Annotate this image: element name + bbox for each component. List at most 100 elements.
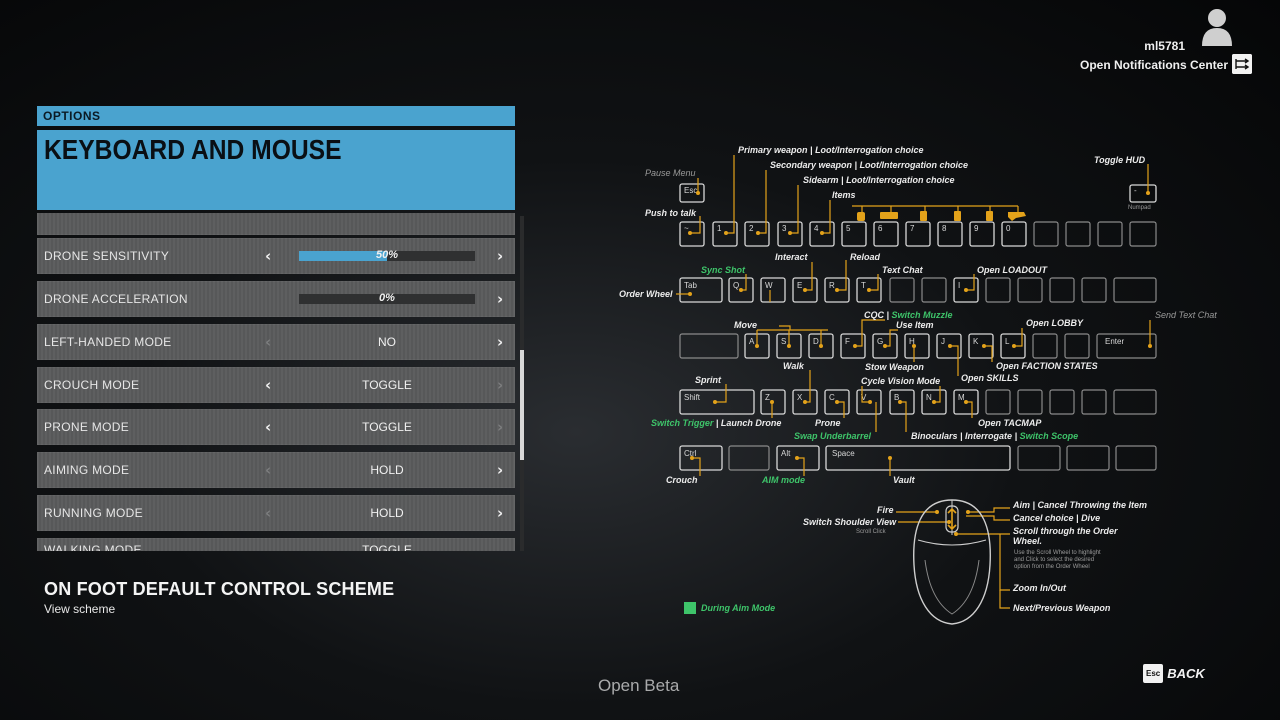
settings-scrollbar-thumb[interactable] bbox=[520, 350, 524, 460]
keyboard-annotations: Pause Menu Push to talk Primary weapon |… bbox=[619, 145, 1217, 485]
key-m-text: M bbox=[958, 393, 965, 402]
key-tab-text: Tab bbox=[684, 281, 697, 290]
setting-crouch-mode[interactable]: CROUCH MODE ‹ TOGGLE › bbox=[37, 367, 515, 403]
key-numpad-minus bbox=[1129, 184, 1157, 203]
setting-drone-sensitivity[interactable]: DRONE SENSITIVITY ‹ 50% › bbox=[37, 238, 515, 274]
key-semicolon bbox=[1032, 333, 1058, 359]
arrow-right-icon[interactable]: › bbox=[497, 290, 504, 308]
flare-icon bbox=[986, 211, 993, 221]
annotation-stow-weapon: Stow Weapon bbox=[865, 362, 924, 372]
key-backspace-a bbox=[1097, 221, 1123, 247]
setting-drone-acceleration[interactable]: DRONE ACCELERATION 0% › bbox=[37, 281, 515, 317]
annotation-walk: Walk bbox=[783, 361, 805, 371]
arrow-left-icon[interactable]: ‹ bbox=[265, 461, 272, 479]
drone-sensitivity-slider[interactable]: 50% bbox=[299, 249, 475, 261]
key-c bbox=[824, 389, 850, 415]
annotation-cycle-vision: Cycle Vision Mode bbox=[861, 376, 940, 386]
key-m bbox=[953, 389, 979, 415]
annotation-push-to-talk: Push to talk bbox=[645, 208, 697, 218]
arrow-left-icon[interactable]: ‹ bbox=[265, 247, 272, 265]
view-scheme-link[interactable]: View scheme bbox=[44, 602, 116, 616]
arrow-left-icon[interactable]: ‹ bbox=[265, 376, 272, 394]
settings-list[interactable]: DRONE SENSITIVITY ‹ 50% › DRONE ACCELERA… bbox=[37, 213, 515, 551]
key-x-text: X bbox=[797, 393, 803, 402]
annotation-cancel-choice-text: Cancel choice bbox=[1013, 513, 1074, 523]
annotation-items: Items bbox=[832, 190, 856, 200]
key-s-text: S bbox=[781, 337, 786, 346]
divider: | bbox=[1030, 500, 1038, 510]
annotation-cqc: CQC | Switch Muzzle bbox=[864, 310, 953, 320]
key-w bbox=[760, 277, 786, 303]
key-r-text: R bbox=[829, 281, 835, 290]
key-h bbox=[904, 333, 930, 359]
key-p bbox=[1017, 277, 1043, 303]
key-equals bbox=[1065, 221, 1091, 247]
key-ralt bbox=[1017, 445, 1061, 471]
setting-value: TOGGLE bbox=[362, 543, 412, 551]
setting-running-mode[interactable]: RUNNING MODE ‹ HOLD › bbox=[37, 495, 515, 531]
settings-row-partial-top bbox=[37, 213, 515, 235]
divider: | bbox=[839, 175, 847, 185]
notifications-center-icon[interactable] bbox=[1232, 54, 1252, 74]
leader-lines bbox=[676, 155, 1152, 609]
key-i-text: I bbox=[958, 281, 960, 290]
key-7-text: 7 bbox=[910, 224, 915, 233]
key-9-text: 9 bbox=[974, 224, 979, 233]
key-capslock bbox=[679, 333, 739, 359]
key-ctrl-text: Ctrl bbox=[684, 449, 697, 458]
annotation-primary-alt: Loot/Interrogation choice bbox=[815, 145, 924, 155]
user-avatar-icon[interactable] bbox=[1200, 6, 1234, 46]
drone-acceleration-slider[interactable]: 0% bbox=[299, 292, 475, 304]
arrow-right-icon[interactable]: › bbox=[497, 504, 504, 522]
key-j-text: J bbox=[941, 337, 945, 346]
annotation-switch-trigger: Switch Trigger | Launch Drone bbox=[651, 418, 781, 428]
divider: | bbox=[713, 418, 721, 428]
annotation-scroll-click: Scroll Click bbox=[856, 529, 887, 535]
annotation-toggle-hud: Toggle HUD bbox=[1094, 155, 1146, 165]
key-b bbox=[889, 389, 915, 415]
arrow-left-icon[interactable]: ‹ bbox=[265, 418, 272, 436]
setting-label: CROUCH MODE bbox=[44, 378, 140, 392]
key-t-text: T bbox=[861, 281, 866, 290]
setting-aiming-mode[interactable]: AIMING MODE ‹ HOLD › bbox=[37, 452, 515, 488]
arrow-left-icon[interactable]: ‹ bbox=[265, 504, 272, 522]
annotation-crouch: Crouch bbox=[666, 475, 698, 485]
setting-prone-mode[interactable]: PRONE MODE ‹ TOGGLE › bbox=[37, 409, 515, 445]
item-icons bbox=[857, 211, 1026, 221]
annotation-vault: Vault bbox=[893, 475, 916, 485]
setting-value: TOGGLE bbox=[362, 378, 412, 392]
key-1 bbox=[712, 221, 738, 247]
key-esc-text: Esc bbox=[684, 186, 697, 195]
key-l bbox=[1000, 333, 1026, 359]
key-j bbox=[936, 333, 962, 359]
lure-icon bbox=[1008, 212, 1026, 221]
arrow-right-icon[interactable]: › bbox=[497, 461, 504, 479]
key-8-text: 8 bbox=[942, 224, 947, 233]
arrow-right-icon[interactable]: › bbox=[497, 333, 504, 351]
arrow-left-icon[interactable]: ‹ bbox=[265, 333, 272, 351]
annotation-prone: Prone bbox=[815, 418, 841, 428]
arrow-right-icon[interactable]: › bbox=[497, 418, 504, 436]
setting-label: LEFT-HANDED MODE bbox=[44, 335, 172, 349]
key-y bbox=[889, 277, 915, 303]
key-q-text: Q bbox=[733, 281, 739, 290]
setting-left-handed-mode[interactable]: LEFT-HANDED MODE ‹ NO › bbox=[37, 324, 515, 360]
arrow-right-icon[interactable]: › bbox=[497, 376, 504, 394]
username: ml5781 bbox=[1144, 39, 1185, 53]
annotation-aim-mode: AIM mode bbox=[761, 475, 805, 485]
setting-label: WALKING MODE bbox=[44, 543, 142, 551]
key-a bbox=[744, 333, 770, 359]
mouse-diagram: Fire Switch Shoulder View Scroll Click A… bbox=[803, 499, 1147, 625]
notifications-center-label[interactable]: Open Notifications Center bbox=[1079, 58, 1228, 72]
key-e-text: E bbox=[797, 281, 802, 290]
key-bracket-r bbox=[1081, 277, 1107, 303]
key-f bbox=[840, 333, 866, 359]
setting-walking-mode[interactable]: WALKING MODE TOGGLE bbox=[37, 538, 515, 551]
divider: | bbox=[1012, 431, 1020, 441]
key-period bbox=[1017, 389, 1043, 415]
annotation-open-skills: Open SKILLS bbox=[961, 373, 1019, 383]
key-alt bbox=[776, 445, 820, 471]
annotation-sidearm-alt: Loot/Interrogation choice bbox=[846, 175, 955, 185]
arrow-right-icon[interactable]: › bbox=[497, 247, 504, 265]
